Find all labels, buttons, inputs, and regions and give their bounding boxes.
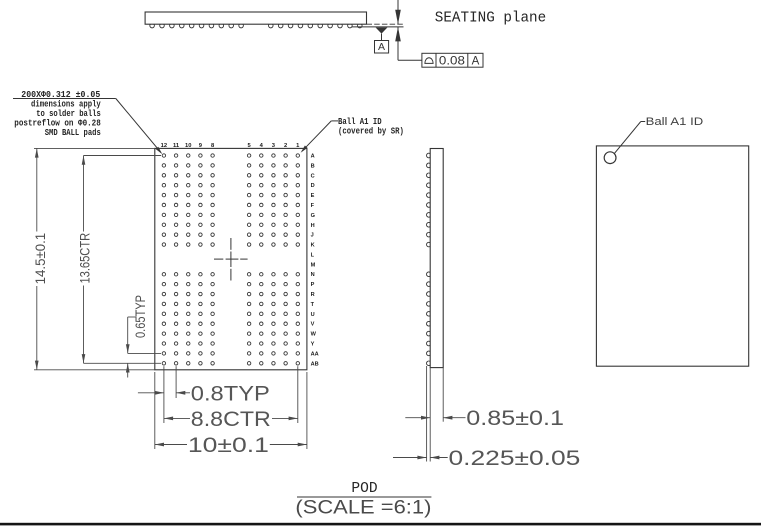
svg-text:N: N [311,272,315,278]
svg-text:F: F [311,203,315,209]
svg-text:Ball A1 ID: Ball A1 ID [338,117,382,127]
svg-text:A: A [472,55,480,67]
svg-text:1: 1 [296,143,300,149]
svg-text:postreflow on Φ0.28: postreflow on Φ0.28 [14,119,101,129]
svg-text:(SCALE =6:1): (SCALE =6:1) [295,498,431,519]
svg-text:U: U [311,312,315,318]
svg-text:Ball A1 ID: Ball A1 ID [646,116,704,128]
svg-text:0.85±0.1: 0.85±0.1 [466,406,564,430]
svg-text:C: C [311,173,315,179]
svg-text:T: T [311,302,315,308]
svg-text:L: L [311,252,315,258]
svg-text:12: 12 [161,143,167,149]
svg-text:V: V [311,322,315,328]
svg-text:B: B [311,163,315,169]
svg-text:11: 11 [173,143,180,149]
svg-text:SEATING plane: SEATING plane [435,11,546,27]
svg-text:3: 3 [272,143,276,149]
svg-text:H: H [311,223,315,229]
svg-text:M: M [311,262,316,268]
svg-text:14.5±0.1: 14.5±0.1 [33,233,48,285]
svg-text:G: G [311,213,315,219]
svg-text:(covered by SR): (covered by SR) [338,126,404,136]
svg-text:0.225±0.05: 0.225±0.05 [449,446,581,470]
svg-text:AA: AA [311,351,319,357]
svg-text:9: 9 [199,143,203,149]
svg-text:8: 8 [211,143,215,149]
svg-text:0.08: 0.08 [439,55,465,67]
svg-text:SMD BALL pads: SMD BALL pads [45,128,101,138]
svg-text:to solder balls: to solder balls [36,109,101,119]
svg-text:0.65TYP: 0.65TYP [133,295,148,338]
svg-text:10±0.1: 10±0.1 [188,433,269,457]
svg-text:P: P [311,282,315,288]
svg-text:AB: AB [311,361,319,367]
svg-text:A: A [378,41,385,53]
svg-text:0.8TYP: 0.8TYP [191,381,270,405]
svg-text:W: W [311,332,317,338]
svg-text:2: 2 [284,143,287,149]
svg-text:8.8CTR: 8.8CTR [191,407,271,431]
svg-text:E: E [311,193,315,199]
svg-text:A: A [311,154,315,160]
svg-text:dimensions apply: dimensions apply [31,100,101,110]
svg-text:K: K [311,243,315,249]
svg-text:POD: POD [351,481,377,497]
svg-text:Y: Y [311,342,315,348]
svg-text:R: R [311,292,315,298]
svg-text:D: D [311,183,315,189]
svg-text:5: 5 [247,143,251,149]
svg-text:4: 4 [260,143,264,149]
svg-text:J: J [311,233,314,239]
svg-text:10: 10 [185,143,191,149]
svg-text:13.65CTR: 13.65CTR [78,233,93,284]
svg-text:200XΦ0.312 ±0.05: 200XΦ0.312 ±0.05 [21,90,100,100]
